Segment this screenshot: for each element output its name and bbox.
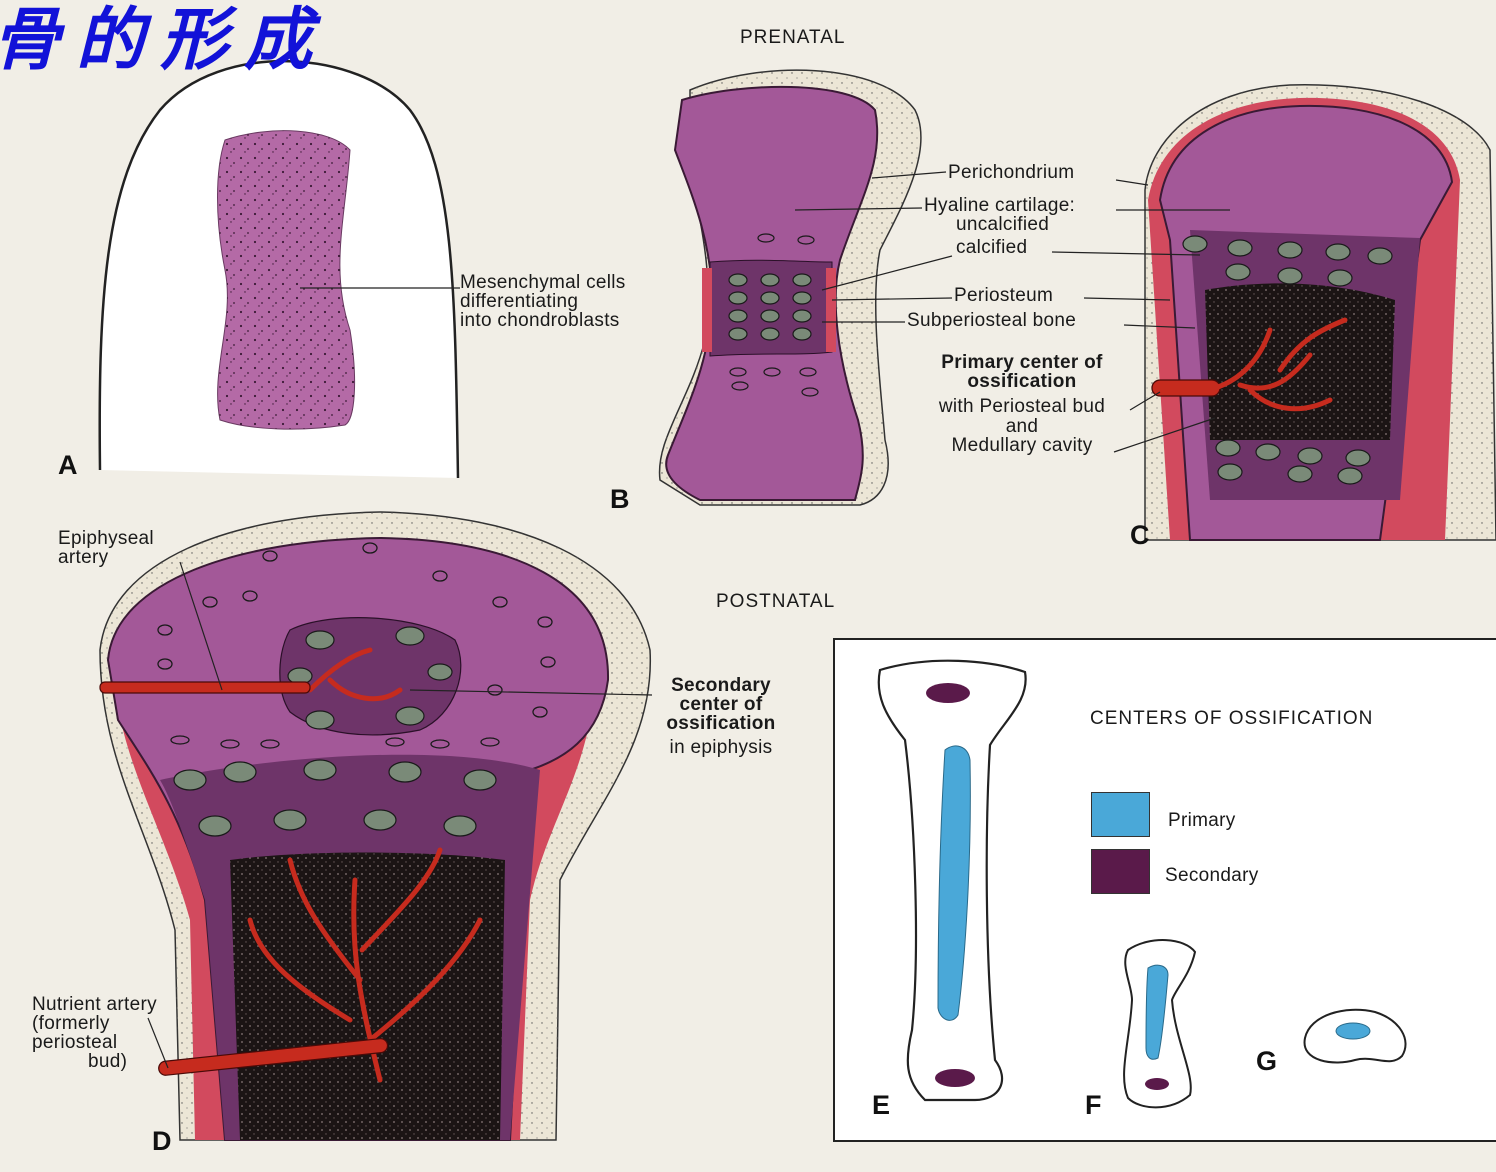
- label-secondary-center-line3: ossification: [640, 714, 802, 734]
- label-nutrient-artery-line2: (formerly: [32, 1014, 110, 1034]
- panel-letter-f: F: [1085, 1090, 1102, 1121]
- label-hyaline-cartilage: Hyaline cartilage:: [924, 196, 1075, 216]
- label-mesenchymal-line2: differentiating: [460, 292, 578, 312]
- label-nutrient-artery-line3: periosteal: [32, 1033, 117, 1053]
- label-subperiosteal-bone: Subperiosteal bone: [907, 311, 1076, 331]
- label-epiphyseal-artery-line2: artery: [58, 548, 108, 568]
- label-perichondrium: Perichondrium: [948, 163, 1074, 183]
- label-and: and: [900, 417, 1144, 437]
- label-primary-center-line2: ossification: [900, 372, 1144, 392]
- legend-swatch-primary: [1091, 792, 1150, 837]
- label-secondary-center-line2: center of: [640, 695, 802, 715]
- label-secondary-center-line1: Secondary: [640, 676, 802, 696]
- legend-label-secondary: Secondary: [1165, 866, 1259, 886]
- label-epiphyseal-artery-line1: Epiphyseal: [58, 529, 154, 549]
- label-nutrient-artery-line1: Nutrient artery: [32, 995, 157, 1015]
- legend-label-primary: Primary: [1168, 811, 1236, 831]
- label-uncalcified: uncalcified: [956, 215, 1049, 235]
- label-mesenchymal-line3: into chondroblasts: [460, 311, 620, 331]
- legend-swatch-secondary: [1091, 849, 1150, 894]
- section-prenatal: PRENATAL: [740, 28, 846, 48]
- label-in-epiphysis: in epiphysis: [640, 738, 802, 758]
- label-nutrient-artery-line4: bud): [88, 1052, 127, 1072]
- panel-letter-e: E: [872, 1090, 890, 1121]
- page-title: 骨的形成: [0, 0, 328, 83]
- panel-letter-d: D: [152, 1126, 172, 1157]
- label-periosteum: Periosteum: [954, 286, 1053, 306]
- panel-a-figure: [100, 61, 460, 478]
- label-primary-center-line1: Primary center of: [900, 353, 1144, 373]
- panel-letter-a: A: [58, 450, 78, 481]
- panel-letter-g: G: [1256, 1046, 1277, 1077]
- panel-c-figure: [1052, 85, 1496, 540]
- panel-d-figure: [100, 512, 652, 1140]
- section-postnatal: POSTNATAL: [716, 592, 835, 612]
- label-medullary-cavity: Medullary cavity: [900, 436, 1144, 456]
- label-periosteal-bud: with Periosteal bud: [900, 397, 1144, 417]
- panel-letter-b: B: [610, 484, 630, 515]
- label-mesenchymal-line1: Mesenchymal cells: [460, 273, 626, 293]
- panel-letter-c: C: [1130, 520, 1150, 551]
- label-calcified: calcified: [956, 238, 1027, 258]
- legend-title: CENTERS OF OSSIFICATION: [1090, 709, 1373, 729]
